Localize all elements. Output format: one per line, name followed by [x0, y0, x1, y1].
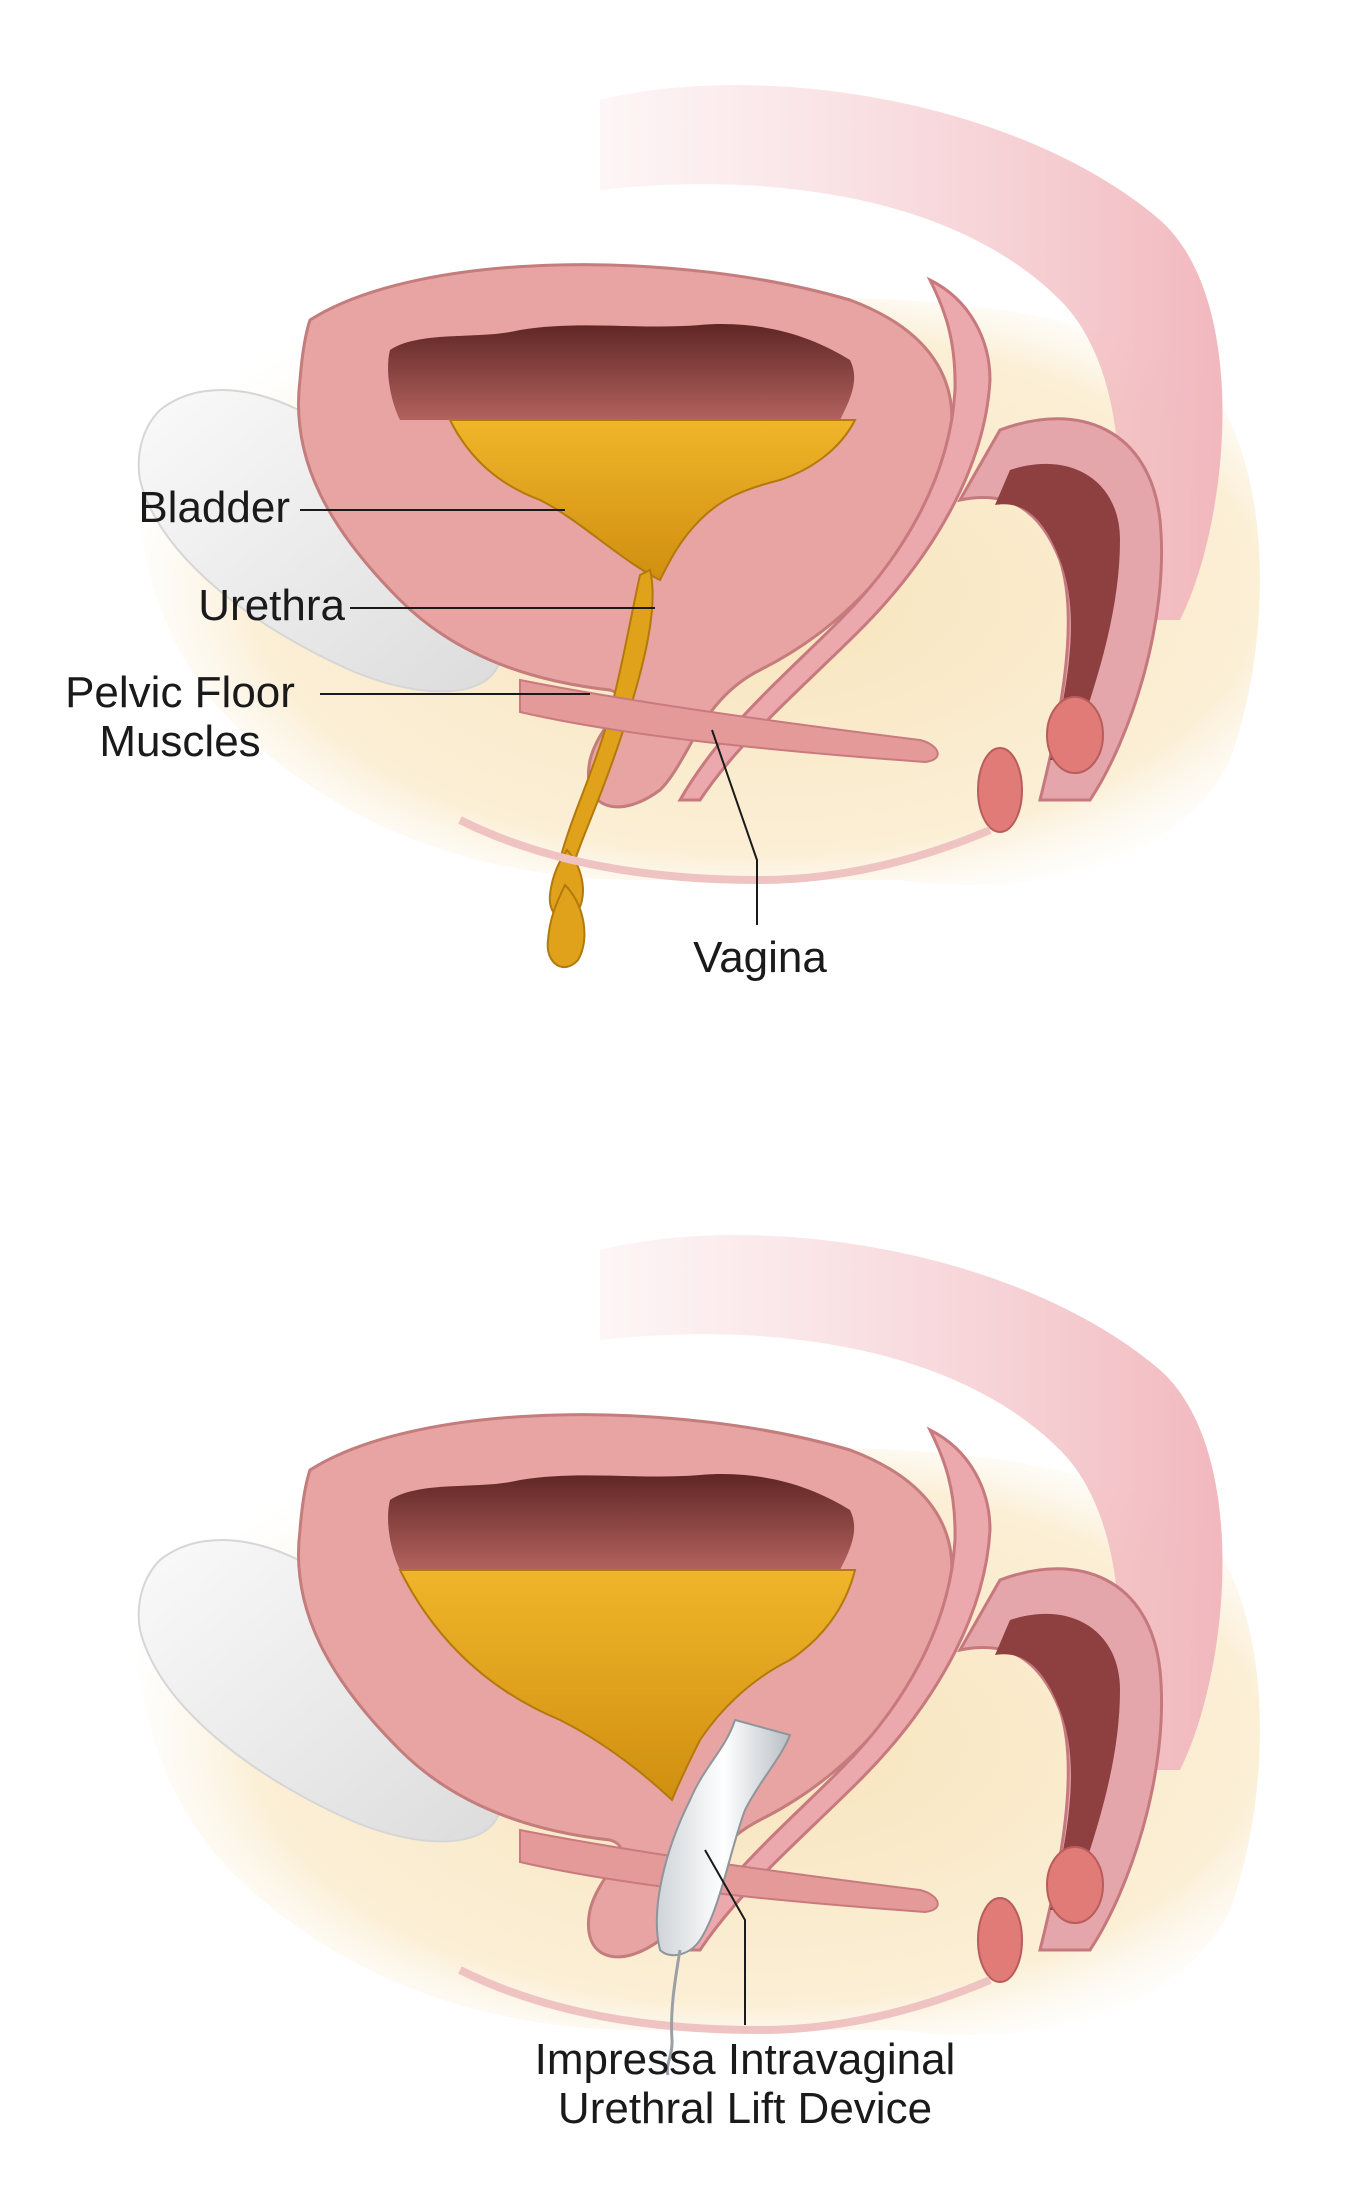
urine-drop-2 [546, 883, 586, 969]
uterus-back [600, 85, 1223, 620]
pelvic-floor-label-line2: Muscles [99, 717, 261, 767]
device-leader [704, 1849, 746, 2025]
urine-pool [398, 1569, 857, 1802]
perineal-body [977, 1897, 1023, 1983]
skin-outline [458, 1966, 992, 2035]
skin-outline [458, 816, 992, 885]
device-label-line1: Impressa Intravaginal [534, 2035, 956, 2084]
bladder-lumen [388, 324, 855, 420]
vagina-leader [711, 729, 758, 925]
pelvic-floor-muscle [519, 1828, 939, 1914]
rectum-lumen [995, 463, 1120, 760]
device-label: Impressa Intravaginal Urethral Lift Devi… [460, 2035, 1030, 2134]
pelvic-floor-label: Pelvic Floor Muscles [40, 668, 320, 767]
vagina-label: Vagina [693, 933, 827, 982]
pelvic-floor-muscle [519, 678, 939, 764]
urine-pool [448, 419, 857, 582]
leader-lines-top [300, 509, 758, 925]
pelvic-floor-label-line1: Pelvic Floor [65, 668, 295, 717]
device-string [665, 1949, 682, 2076]
perineal-body [977, 747, 1023, 833]
urethra-label: Urethra [198, 581, 345, 630]
vaginal-canal [677, 276, 992, 802]
anal-tissue [1046, 696, 1104, 774]
device-label-line2: Urethral Lift Device [557, 2084, 933, 2134]
anal-tissue [1046, 1846, 1104, 1924]
panel-bottom [137, 1235, 1260, 2076]
leader-lines-bottom [704, 1849, 746, 2025]
bladder-label: Bladder [138, 483, 290, 532]
rectum-lumen [995, 1613, 1120, 1910]
bladder-lumen [388, 1474, 855, 1570]
uterus-back [600, 1235, 1223, 1770]
panel-top [137, 85, 1260, 969]
vaginal-canal [677, 1426, 992, 1952]
